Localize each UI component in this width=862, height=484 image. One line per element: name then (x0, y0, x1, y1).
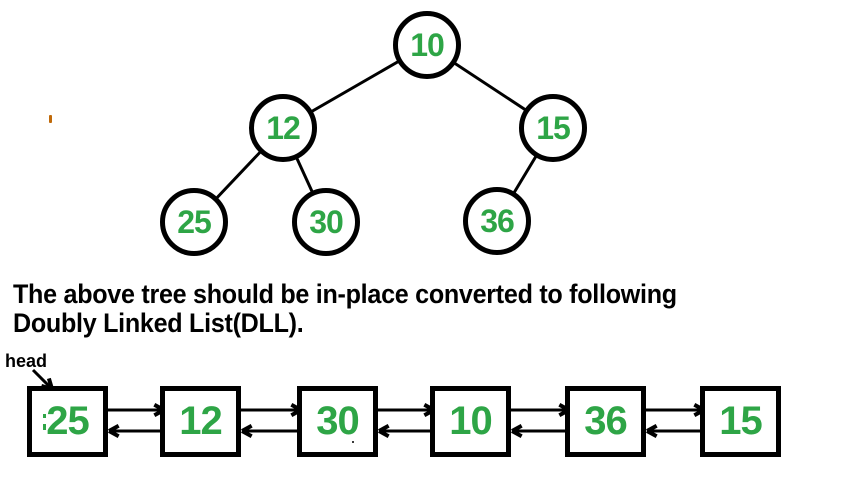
stray-green-mark (43, 414, 46, 418)
stray-gray-dot (352, 441, 354, 443)
dll-node-value: 30 (316, 399, 359, 443)
dll-node: 15 (700, 386, 781, 457)
tree-node-value: 12 (266, 109, 301, 146)
dll-node-value: 12 (179, 399, 222, 443)
dll-node-value: 25 (46, 399, 89, 443)
dll-node: 30 (297, 386, 378, 457)
dll-node: 10 (430, 386, 511, 457)
tree-node-value: 36 (480, 202, 515, 239)
tree-node-value: 15 (536, 109, 571, 146)
dll-node: 36 (565, 386, 646, 457)
stray-green-mark (43, 424, 46, 430)
dll-node: 12 (160, 386, 241, 457)
tree-node: 30 (292, 188, 360, 256)
head-pointer-label: head (5, 351, 48, 371)
dll-node-value: 15 (719, 399, 762, 443)
tree-node: 36 (463, 187, 531, 255)
caption: The above tree should be in-place conver… (13, 280, 677, 338)
tree-node-value: 30 (309, 203, 344, 240)
tree-node-value: 10 (410, 26, 445, 63)
stray-orange-dash (49, 115, 52, 123)
tree-node: 15 (519, 94, 587, 162)
caption-line-2: Doubly Linked List(DLL). (13, 308, 304, 338)
dll-node-value: 10 (449, 399, 492, 443)
caption-line-1: The above tree should be in-place conver… (13, 279, 677, 309)
dll-node: 25 (27, 386, 108, 457)
tree-node-value: 25 (177, 203, 212, 240)
tree-node: 10 (393, 11, 461, 79)
tree-node: 25 (160, 188, 228, 256)
dll-node-value: 36 (584, 399, 627, 443)
tree-node: 12 (249, 94, 317, 162)
